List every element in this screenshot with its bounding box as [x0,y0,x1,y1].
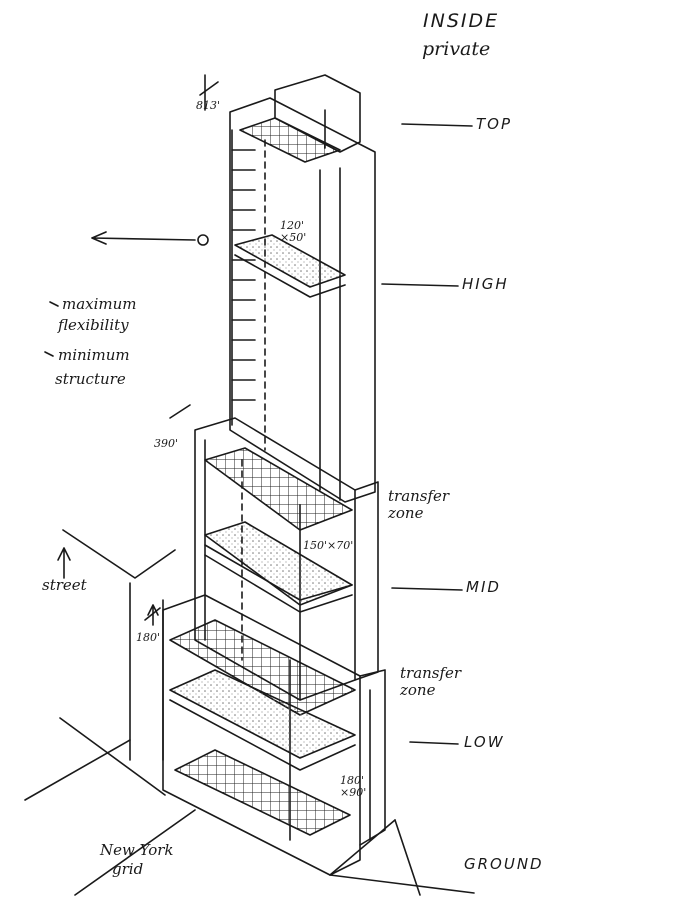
floor-dim-upper: 120' ×50' [280,219,307,245]
top-crown [274,74,361,153]
floor-plate [204,447,353,531]
note-minimum: minimum [58,346,130,364]
zone-label-ground: GROUND [464,855,544,873]
leader-mid [391,587,463,591]
facade-hatch [231,149,256,401]
floor-plate [239,117,341,163]
floor-plate [234,234,346,288]
zone-label-transfer-upper: transfer zone [388,487,450,522]
street-label: street [42,576,87,594]
floor-plate-edge [204,554,353,613]
leader-top [401,123,473,127]
leader-high [381,283,459,287]
height-813: 813' [196,99,221,112]
note-structure: structure [55,370,126,388]
mid-column [354,481,379,681]
zone-label-transfer-lower: transfer zone [400,664,462,699]
street-line [62,529,176,579]
floor-dim-lower: 180' ×90' [340,774,367,800]
zone-label-low: LOW [464,733,505,751]
street-arrow [57,547,71,579]
low-column [359,669,386,846]
floor-plate [204,521,353,606]
header-subtitle: private [422,38,491,60]
street-line [329,819,396,876]
note-flexibility: flexibility [58,316,129,334]
zone-label-top: TOP [476,115,513,133]
zone-label-mid: MID [466,578,501,596]
note-bullet [49,301,59,307]
grid-label-line1: New York [100,841,174,859]
zone-label-high: HIGH [462,275,509,293]
leader-low [409,741,459,745]
height-180: 180' [136,631,161,644]
street-line [394,819,421,896]
height-tick [199,81,219,96]
floor-plate-edge [234,254,346,298]
height-390: 390' [154,437,179,450]
floor-dim-middle: 150'×70' [303,539,354,552]
note-bullet [44,351,54,357]
note-maximum: maximum [62,295,137,313]
street-line [59,717,166,796]
street-line [74,809,196,896]
street-line [329,874,475,894]
floor-plate [174,749,351,836]
view-arrow [91,231,196,245]
h180-arrow [147,604,159,626]
eye-icon [197,234,209,246]
high-tower [229,97,376,503]
street-line [24,739,131,801]
floor-plate-edge [204,544,353,601]
floor-plate [169,669,356,759]
header-title: INSIDE [423,10,500,32]
grid-label-line2: grid [112,860,144,878]
height-tick [169,404,191,419]
floor-plate-edge [169,699,356,771]
